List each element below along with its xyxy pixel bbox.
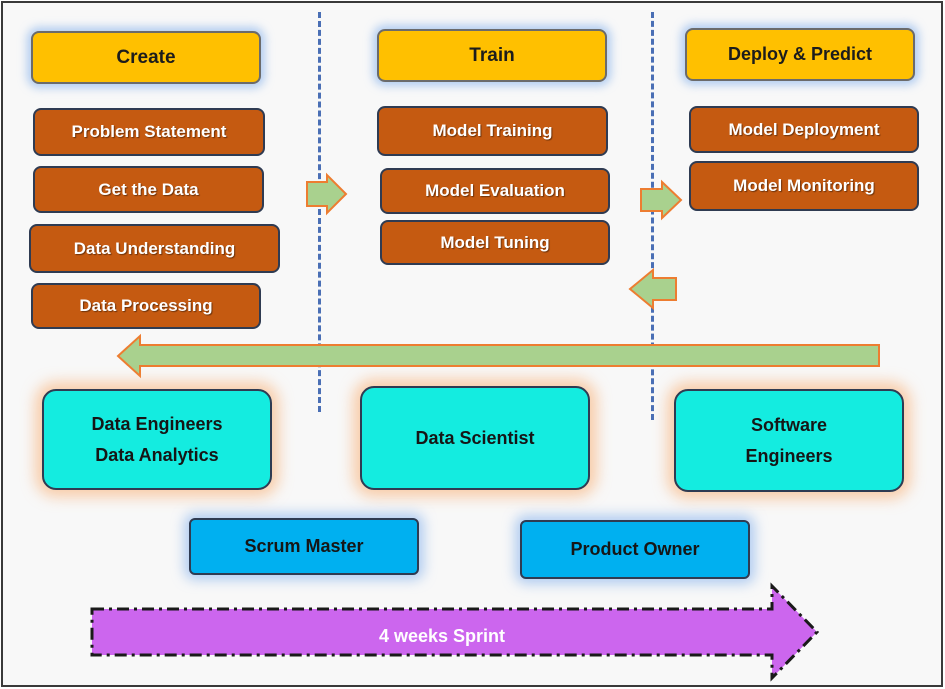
role-software-engineers: Software Engineers — [674, 389, 904, 492]
role-data-engineers-line2: Data Analytics — [95, 444, 219, 465]
role-data-engineers-line1: Data Engineers — [91, 413, 223, 434]
arrow-feedback-loop — [116, 333, 880, 379]
role-data-engineers: Data Engineers Data Analytics — [42, 389, 272, 490]
step-model-monitoring: Model Monitoring — [689, 161, 919, 211]
step-model-tuning: Model Tuning — [380, 220, 610, 265]
sprint-label: 4 weeks Sprint — [378, 625, 506, 646]
arrow-train-to-deploy — [640, 179, 683, 221]
role-product-owner: Product Owner — [520, 520, 750, 579]
step-data-processing: Data Processing — [31, 283, 261, 329]
phase-create: Create — [31, 31, 261, 84]
role-data-scientist: Data Scientist — [360, 386, 590, 490]
step-get-the-data: Get the Data — [33, 166, 264, 213]
divider-create-train — [318, 12, 321, 412]
step-model-deployment: Model Deployment — [689, 106, 919, 153]
step-data-understanding: Data Understanding — [29, 224, 280, 273]
role-scrum-master: Scrum Master — [189, 518, 419, 575]
phase-train: Train — [377, 29, 607, 82]
phase-deploy-predict: Deploy & Predict — [685, 28, 915, 81]
divider-train-deploy — [651, 12, 654, 420]
arrow-monitoring-back — [628, 267, 677, 311]
step-problem-statement: Problem Statement — [33, 108, 265, 156]
arrow-create-to-train — [306, 172, 348, 216]
role-software-engineers-line1: Software — [750, 414, 828, 435]
sprint-arrow — [90, 582, 820, 682]
role-software-engineers-line2: Engineers — [745, 445, 833, 466]
step-model-training: Model Training — [377, 106, 608, 156]
step-model-evaluation: Model Evaluation — [380, 168, 610, 214]
